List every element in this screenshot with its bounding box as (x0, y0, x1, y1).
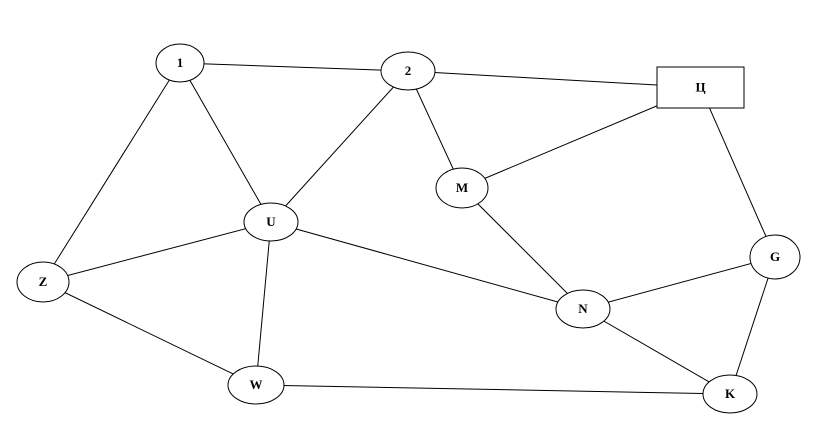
edge-N-K (582, 308, 731, 395)
edge-hub-G (700, 87, 776, 258)
node-label: U (266, 214, 276, 229)
node-n2: 2 (380, 51, 436, 91)
node-label: K (725, 386, 736, 401)
edge-n1-Z (42, 62, 181, 283)
node-ellipse (380, 51, 436, 91)
node-label: 2 (405, 63, 412, 78)
node-label: N (578, 301, 588, 316)
node-ellipse (155, 43, 205, 83)
node-label: Z (39, 274, 48, 289)
node-label: W (250, 377, 263, 392)
node-ellipse (749, 234, 801, 280)
node-ellipse (702, 374, 758, 414)
node-ellipse (435, 167, 489, 209)
node-ellipse (243, 202, 299, 242)
edge-layer (42, 62, 776, 395)
edge-Z-W (42, 281, 257, 386)
edge-n2-U (270, 70, 409, 223)
edge-G-K (729, 256, 776, 395)
node-n1: 1 (155, 43, 205, 83)
node-label: Ц (695, 79, 705, 94)
node-layer: 1 2Ц M U Z G N W K (16, 43, 801, 414)
edge-U-N (270, 221, 584, 310)
node-G: G (749, 234, 801, 280)
node-ellipse (227, 365, 285, 405)
edge-W-K (255, 384, 731, 395)
edge-M-N (461, 187, 584, 310)
node-Z: Z (16, 261, 70, 303)
edge-n2-hub (407, 70, 701, 88)
edge-n1-n2 (179, 62, 409, 72)
edge-U-Z (42, 221, 272, 283)
edge-n2-M (407, 70, 463, 189)
node-hub: Ц (656, 66, 745, 109)
node-ellipse (16, 261, 70, 303)
edge-n1-U (179, 62, 272, 223)
node-ellipse (555, 289, 611, 329)
node-U: U (243, 202, 299, 242)
node-K: K (702, 374, 758, 414)
edge-N-G (582, 256, 776, 310)
edge-U-W (255, 221, 272, 386)
node-M: M (435, 167, 489, 209)
node-label: M (456, 180, 468, 195)
node-W: W (227, 365, 285, 405)
node-label: 1 (177, 55, 184, 70)
node-label: G (770, 249, 780, 264)
node-box (656, 66, 745, 109)
node-N: N (555, 289, 611, 329)
